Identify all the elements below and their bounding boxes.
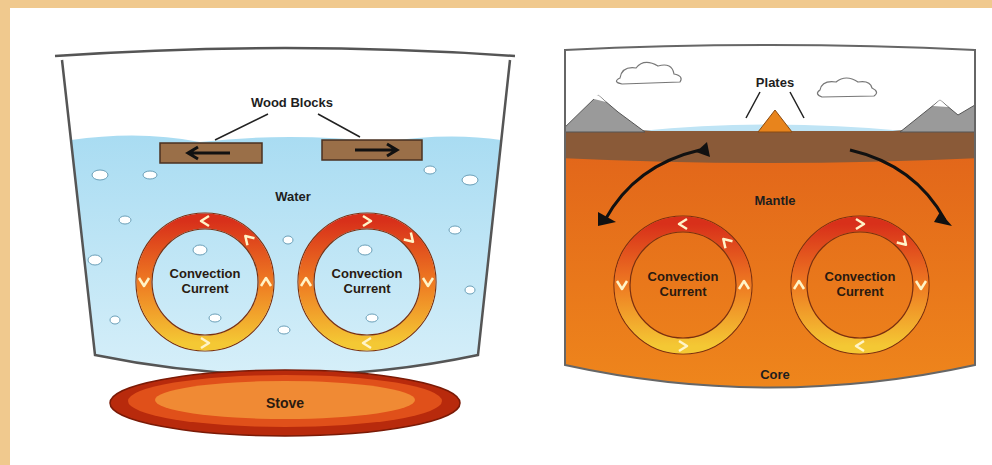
ring-edge [630,232,736,338]
frame-bar [0,0,992,8]
leader-line [746,92,804,118]
motion-arrow [355,144,397,156]
part-label: Wood Blocks [251,95,333,110]
water [71,135,501,375]
text-stack: Convection Current [317,267,417,297]
region-label: Mantle [754,193,795,208]
flow-chevron [363,338,371,348]
beaker-outline [62,60,510,375]
convection-ring: Convection Current [297,212,437,352]
flow-chevron [916,281,926,289]
ring-edge [791,216,929,354]
flow-chevron [794,281,804,289]
flow-chevron [679,341,687,351]
ring-label: Convection Current [633,270,733,300]
flow-chevron [739,281,749,289]
flow-chevron [139,278,149,286]
current-ring [306,221,428,343]
motion-arrow [188,147,230,159]
ridge [758,110,792,132]
current-ring [622,224,744,346]
plate-motion-arrow [850,150,945,220]
frame-bar [0,0,10,465]
burner-ring [128,375,442,427]
flow-chevron [245,236,254,245]
arrowhead [934,212,952,226]
flow-chevron [856,219,864,229]
flow-chevron [679,219,687,229]
ring-edge [314,229,420,335]
current-ring [144,221,266,343]
region-label: Core [760,367,790,382]
flow-chevron [423,278,433,286]
stove-burner: Stove [110,370,460,436]
ring-edge [152,229,258,335]
arrowhead [696,142,710,157]
flow-chevron [856,341,864,351]
arrowhead [598,212,616,226]
flow-chevron [404,233,413,242]
beaker-rim [55,48,515,56]
burner-ring [155,381,415,419]
burner-ring [110,370,460,436]
flow-chevron [261,278,271,286]
convection-ring: Convection Current [135,212,275,352]
current-ring [799,224,921,346]
ring-edge [807,232,913,338]
convection-ring: Convection Current [613,215,753,355]
ring-edge [136,213,274,351]
ring-label: Convection Current [317,267,417,297]
flow-chevron [897,236,906,245]
stove-label: Stove [266,395,304,411]
ring-label: Convection Current [155,267,255,297]
plate-motion-arrow [605,150,700,220]
ring-label: Convection Current [810,270,910,300]
convection-ring: Convection Current [790,215,930,355]
part-label: Water [275,189,311,204]
flow-chevron [617,281,627,289]
flow-chevron [363,216,371,226]
wood-block [322,140,422,160]
flow-chevron [301,278,311,286]
ring-edge [298,213,436,351]
text-stack: Convection Current [633,270,733,300]
crust [560,130,980,163]
flow-chevron [723,239,732,248]
ring-edge [614,216,752,354]
text-stack: Convection Current [155,267,255,297]
sky [560,40,980,420]
flow-chevron [201,216,209,226]
flow-chevron [201,338,209,348]
cloud [616,62,876,97]
section-outline [565,45,975,388]
wood-block [160,143,262,163]
mantle [560,150,980,420]
leader-line [215,114,360,140]
part-label: Plates [756,75,794,90]
text-stack: Stove [266,395,304,411]
text-stack: Convection Current [810,270,910,300]
snow-cap [590,95,948,107]
